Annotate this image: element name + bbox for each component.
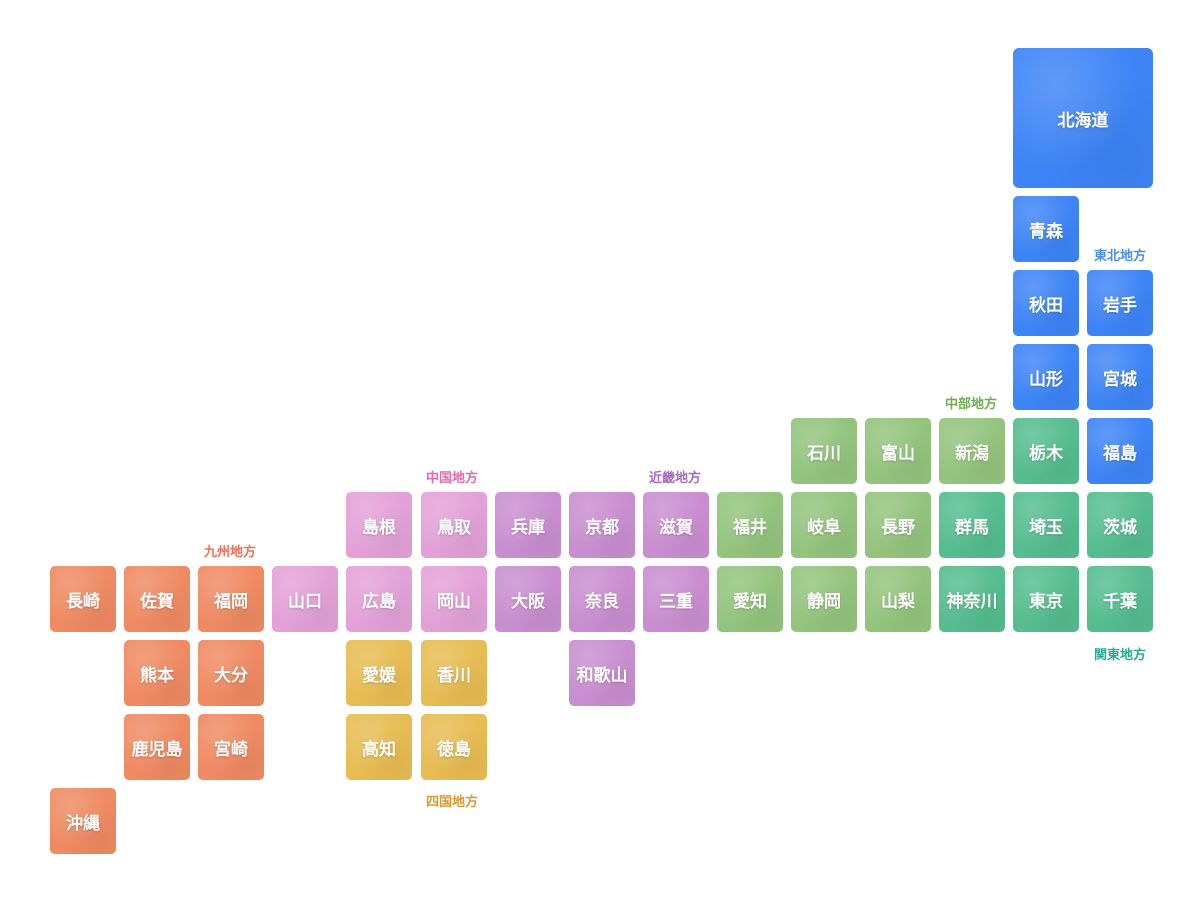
prefecture-tile[interactable]: 宮崎 bbox=[198, 714, 264, 780]
region-label-shikoku: 四国地方 bbox=[425, 795, 479, 810]
prefecture-tile[interactable]: 愛知 bbox=[717, 566, 783, 632]
prefecture-tile[interactable]: 宮城 bbox=[1087, 344, 1153, 410]
prefecture-tile[interactable]: 広島 bbox=[346, 566, 412, 632]
prefecture-tile[interactable]: 福井 bbox=[717, 492, 783, 558]
prefecture-tile[interactable]: 兵庫 bbox=[495, 492, 561, 558]
prefecture-tile[interactable]: 福岡 bbox=[198, 566, 264, 632]
prefecture-tile[interactable]: 高知 bbox=[346, 714, 412, 780]
prefecture-tile[interactable]: 滋賀 bbox=[643, 492, 709, 558]
prefecture-tile[interactable]: 山梨 bbox=[865, 566, 931, 632]
prefecture-tile[interactable]: 沖縄 bbox=[50, 788, 116, 854]
region-label-tohoku: 東北地方 bbox=[1093, 249, 1147, 264]
prefecture-tile[interactable]: 東京 bbox=[1013, 566, 1079, 632]
prefecture-tile[interactable]: 佐賀 bbox=[124, 566, 190, 632]
prefecture-tile[interactable]: 福島 bbox=[1087, 418, 1153, 484]
region-label-chubu: 中部地方 bbox=[944, 397, 998, 412]
prefecture-tile[interactable]: 青森 bbox=[1013, 196, 1079, 262]
prefecture-tile[interactable]: 富山 bbox=[865, 418, 931, 484]
prefecture-tile[interactable]: 山口 bbox=[272, 566, 338, 632]
prefecture-tile[interactable]: 千葉 bbox=[1087, 566, 1153, 632]
prefecture-tile[interactable]: 北海道 bbox=[1013, 48, 1153, 188]
prefecture-tile[interactable]: 埼玉 bbox=[1013, 492, 1079, 558]
prefecture-tile[interactable]: 神奈川 bbox=[939, 566, 1005, 632]
prefecture-tile[interactable]: 熊本 bbox=[124, 640, 190, 706]
prefecture-tile[interactable]: 鳥取 bbox=[421, 492, 487, 558]
prefecture-tile[interactable]: 長崎 bbox=[50, 566, 116, 632]
prefecture-tile[interactable]: 京都 bbox=[569, 492, 635, 558]
prefecture-tile[interactable]: 三重 bbox=[643, 566, 709, 632]
prefecture-tile[interactable]: 島根 bbox=[346, 492, 412, 558]
prefecture-tile[interactable]: 石川 bbox=[791, 418, 857, 484]
prefecture-tile[interactable]: 群馬 bbox=[939, 492, 1005, 558]
prefecture-tile[interactable]: 奈良 bbox=[569, 566, 635, 632]
prefecture-tile[interactable]: 岡山 bbox=[421, 566, 487, 632]
prefecture-tile[interactable]: 岐阜 bbox=[791, 492, 857, 558]
prefecture-tile[interactable]: 徳島 bbox=[421, 714, 487, 780]
prefecture-tile[interactable]: 香川 bbox=[421, 640, 487, 706]
prefecture-tile[interactable]: 和歌山 bbox=[569, 640, 635, 706]
prefecture-tile[interactable]: 山形 bbox=[1013, 344, 1079, 410]
prefecture-tile[interactable]: 岩手 bbox=[1087, 270, 1153, 336]
prefecture-tile[interactable]: 長野 bbox=[865, 492, 931, 558]
prefecture-tile[interactable]: 鹿児島 bbox=[124, 714, 190, 780]
prefecture-tile[interactable]: 新潟 bbox=[939, 418, 1005, 484]
prefecture-tile[interactable]: 栃木 bbox=[1013, 418, 1079, 484]
region-label-chugoku: 中国地方 bbox=[425, 471, 479, 486]
prefecture-tile[interactable]: 茨城 bbox=[1087, 492, 1153, 558]
prefecture-tile[interactable]: 愛媛 bbox=[346, 640, 412, 706]
prefecture-tile[interactable]: 大分 bbox=[198, 640, 264, 706]
prefecture-tile[interactable]: 秋田 bbox=[1013, 270, 1079, 336]
prefecture-tile[interactable]: 大阪 bbox=[495, 566, 561, 632]
region-label-kanto: 関東地方 bbox=[1093, 648, 1147, 663]
region-label-kyushu: 九州地方 bbox=[203, 545, 257, 560]
prefecture-tile[interactable]: 静岡 bbox=[791, 566, 857, 632]
region-label-kinki: 近畿地方 bbox=[648, 471, 702, 486]
